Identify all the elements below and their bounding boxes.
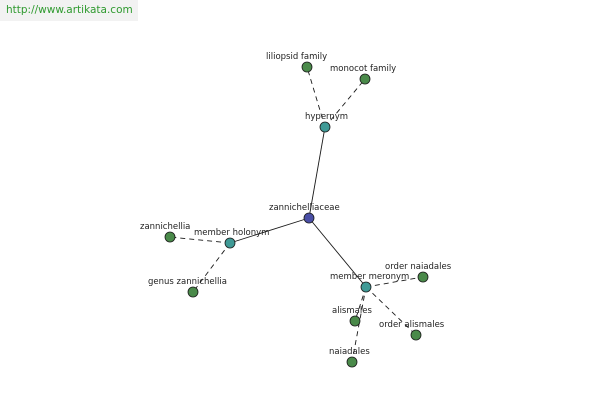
label-hypernym: hypernym [305, 112, 348, 122]
label-order-alismales: order alismales [379, 320, 445, 330]
label-naiadales: naiadales [329, 347, 370, 357]
node-genus-zannichellia[interactable] [187, 286, 199, 298]
graph-edges [169, 66, 424, 363]
node-order-alismales[interactable] [410, 329, 422, 341]
node-naiadales[interactable] [346, 356, 358, 368]
edge-order-alismales [365, 286, 417, 336]
label-monocot-family: monocot family [330, 64, 396, 74]
edge-liliopsid-family [306, 66, 326, 128]
label-liliopsid-family: liliopsid family [266, 52, 327, 62]
node-zannichellia[interactable] [164, 231, 176, 243]
edge-genus-zannichellia [192, 242, 231, 293]
label-order-naiadales: order naiadales [385, 262, 452, 272]
node-center[interactable] [303, 212, 315, 224]
edge-member-meronym [308, 217, 367, 288]
label-zannichellia: zannichellia [140, 222, 190, 232]
node-order-naiadales[interactable] [417, 271, 429, 283]
label-center: zannichelliaceae [269, 203, 340, 213]
site-url[interactable]: http://www.artikata.com [0, 0, 138, 21]
node-member-meronym[interactable] [360, 281, 372, 293]
node-member-holonym[interactable] [224, 237, 236, 249]
label-genus-zannichellia: genus zannichellia [148, 277, 227, 287]
edge-order-naiadales [365, 276, 424, 288]
edge-hypernym [308, 126, 326, 219]
node-monocot-family[interactable] [359, 73, 371, 85]
node-hypernym[interactable] [319, 121, 331, 133]
edge-alismales [354, 286, 367, 322]
edge-zannichellia [169, 236, 231, 244]
edge-monocot-family [324, 78, 366, 128]
edge-member-holonym [229, 217, 310, 244]
node-alismales[interactable] [349, 315, 361, 327]
node-liliopsid-family[interactable] [301, 61, 313, 73]
graph-nodes [164, 61, 429, 368]
label-alismales: alismales [332, 306, 372, 316]
label-member-meronym: member meronym [330, 272, 409, 282]
label-member-holonym: member holonym [194, 228, 269, 238]
graph-labels: zannichelliaceae hypernym liliopsid family… [140, 52, 452, 357]
